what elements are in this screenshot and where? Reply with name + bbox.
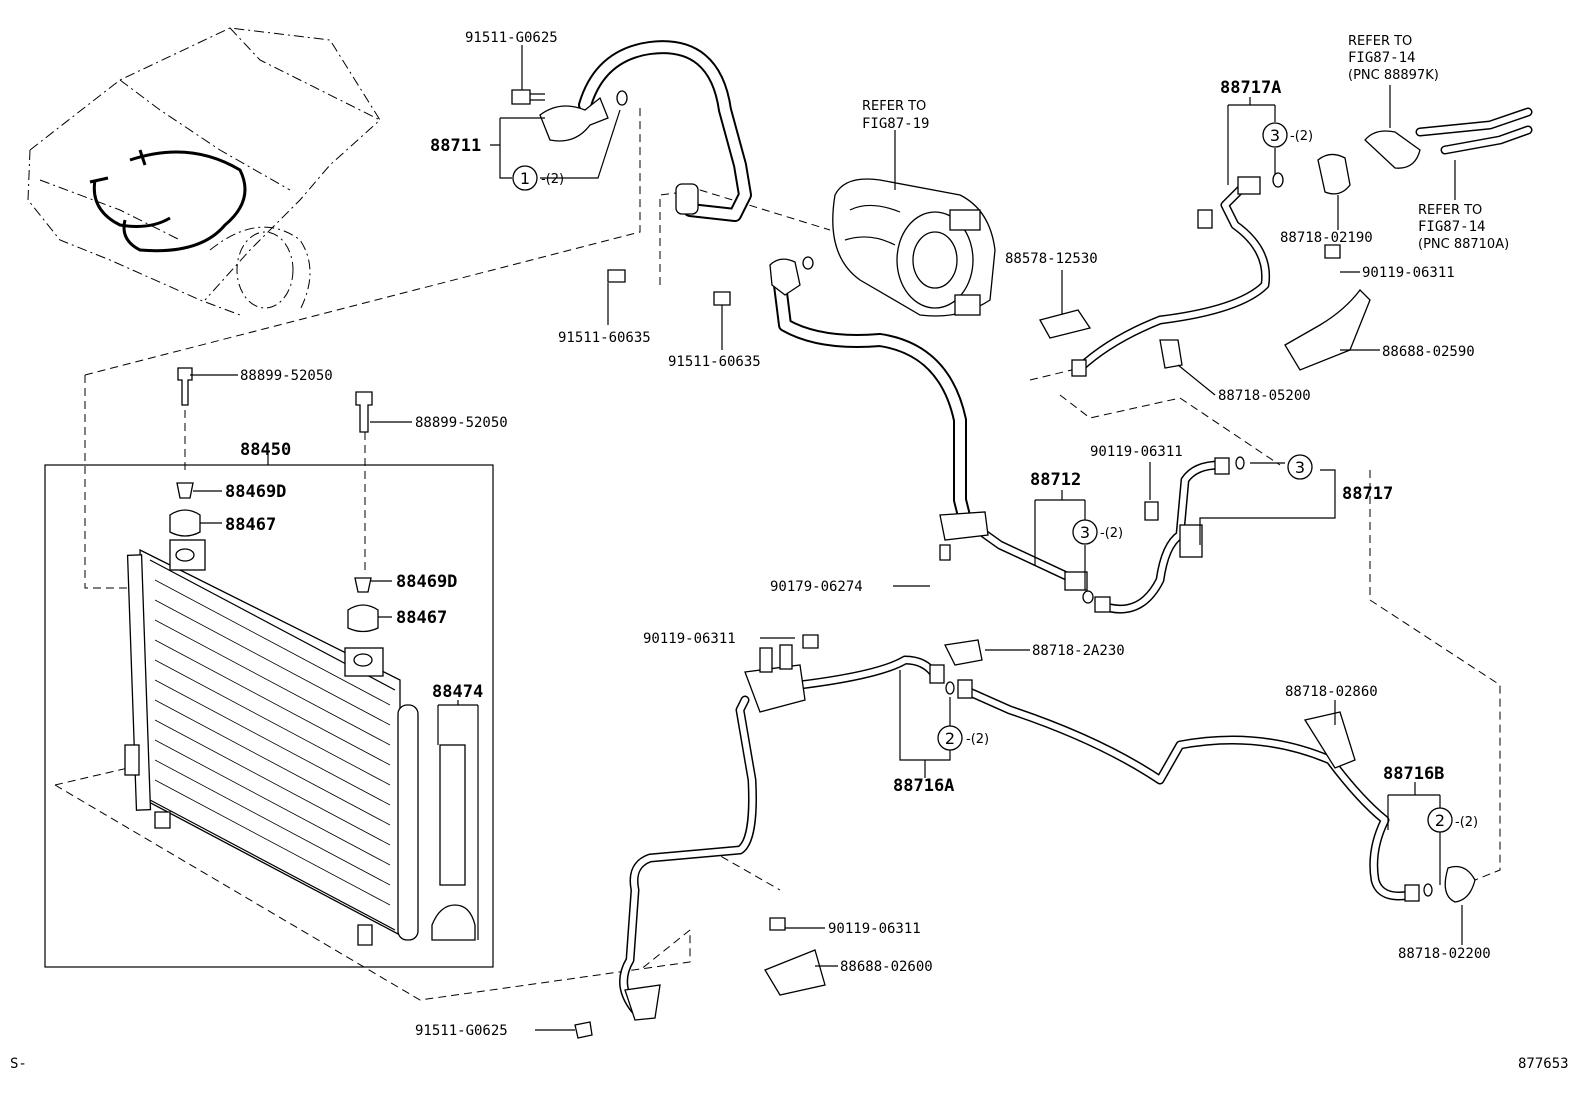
label-88718-2A230: 88718-2A230: [1032, 643, 1125, 659]
label-88717: 88717: [1342, 484, 1393, 504]
label-90119-06311-a: 90119-06311: [1362, 265, 1455, 281]
label-88474: 88474: [432, 682, 483, 702]
receiver-cap: [431, 904, 476, 941]
callout-2a-num: 2: [945, 729, 955, 748]
label-88688-02590: 88688-02590: [1382, 344, 1475, 360]
condenser-frame: [44, 464, 494, 968]
condenser-mounts: [169, 367, 379, 633]
label-90119-06311-b: 90119-06311: [1090, 444, 1183, 460]
pipe-88717: [1094, 456, 1245, 614]
callout-3-88712: 3: [1072, 519, 1098, 545]
suction-hose-88712: [607, 256, 1094, 604]
label-88688-02600: 88688-02600: [840, 959, 933, 975]
label-88711: 88711: [430, 136, 481, 156]
vehicle-outline: [27, 27, 381, 316]
liquid-lines: [574, 634, 1476, 1039]
callout-1: 1: [512, 165, 538, 191]
label-90179-06274: 90179-06274: [770, 579, 863, 595]
label-qty-88717A: -(2): [1290, 129, 1313, 144]
diagram-number: 877653: [1518, 1056, 1569, 1072]
condenser-core: [124, 539, 476, 946]
discharge-hose-88711: [511, 40, 752, 222]
label-refer-87-14-mid-b: FIG87-14: [1418, 219, 1485, 235]
receiver-dryer: [397, 704, 419, 941]
label-91511-60635-b: 91511-60635: [668, 354, 761, 370]
label-91511-g0625-bot: 91511-G0625: [415, 1023, 508, 1039]
label-qty-88712: -(2): [1100, 526, 1123, 541]
label-88718-02860: 88718-02860: [1285, 684, 1378, 700]
compressor: [832, 178, 996, 317]
label-qty-88711: -(2): [541, 172, 564, 187]
callout-3c-num: 3: [1080, 523, 1090, 542]
label-qty-88716A: -(2): [966, 732, 989, 747]
label-88718-02190: 88718-02190: [1280, 230, 1373, 246]
callout-1-num: 1: [520, 169, 530, 188]
callout-2-88716A: 2: [937, 725, 963, 751]
label-88467-b: 88467: [396, 608, 447, 628]
label-88716B: 88716B: [1383, 764, 1444, 784]
callout-2-88716B: 2: [1427, 807, 1453, 833]
callout-3-88717A: 3: [1262, 122, 1288, 148]
label-refer-87-14-top-b: FIG87-14: [1348, 50, 1415, 66]
label-88899-52050-a: 88899-52050: [240, 368, 333, 384]
label-88469D-a: 88469D: [225, 482, 286, 502]
label-refer-87-14-mid-c: (PNC 88710A): [1418, 237, 1509, 252]
label-refer-87-14-top-c: (PNC 88897K): [1348, 68, 1439, 83]
receiver-cover: [439, 744, 466, 886]
callout-3a-num: 3: [1270, 126, 1280, 145]
callout-3-88717: 3: [1287, 454, 1313, 480]
leader-lines: [190, 45, 1463, 1031]
label-88717A: 88717A: [1220, 78, 1281, 98]
label-refer-87-19-b: FIG87-19: [862, 116, 929, 132]
label-88469D-b: 88469D: [396, 572, 457, 592]
label-88718-02200: 88718-02200: [1398, 946, 1491, 962]
label-refer-87-19-a: REFER TO: [862, 99, 926, 114]
label-88467-a: 88467: [225, 515, 276, 535]
label-refer-87-14-top-a: REFER TO: [1348, 34, 1412, 49]
label-91511-g0625-top: 91511-G0625: [465, 30, 558, 46]
dashed-leaders: [54, 105, 1501, 1001]
label-refer-87-14-mid-a: REFER TO: [1418, 203, 1482, 218]
label-88716A: 88716A: [893, 776, 954, 796]
footer-left: S-: [10, 1056, 27, 1072]
label-90119-06311-d: 90119-06311: [828, 921, 921, 937]
callout-2b-num: 2: [1435, 811, 1445, 830]
callout-3b-num: 3: [1295, 458, 1305, 477]
label-88450: 88450: [240, 440, 291, 460]
label-qty-88716B: -(2): [1455, 815, 1478, 830]
label-90119-06311-c: 90119-06311: [643, 631, 736, 647]
label-88718-05200: 88718-05200: [1218, 388, 1311, 404]
label-88578-12530: 88578-12530: [1005, 251, 1098, 267]
label-91511-60635-a: 91511-60635: [558, 330, 651, 346]
label-88899-52050-b: 88899-52050: [415, 415, 508, 431]
part-labels: 91511-G0625 88711 -(2) REFER TO FIG87-19…: [10, 30, 1569, 1072]
pipe-88717A: [1039, 153, 1351, 377]
label-88712: 88712: [1030, 470, 1081, 490]
